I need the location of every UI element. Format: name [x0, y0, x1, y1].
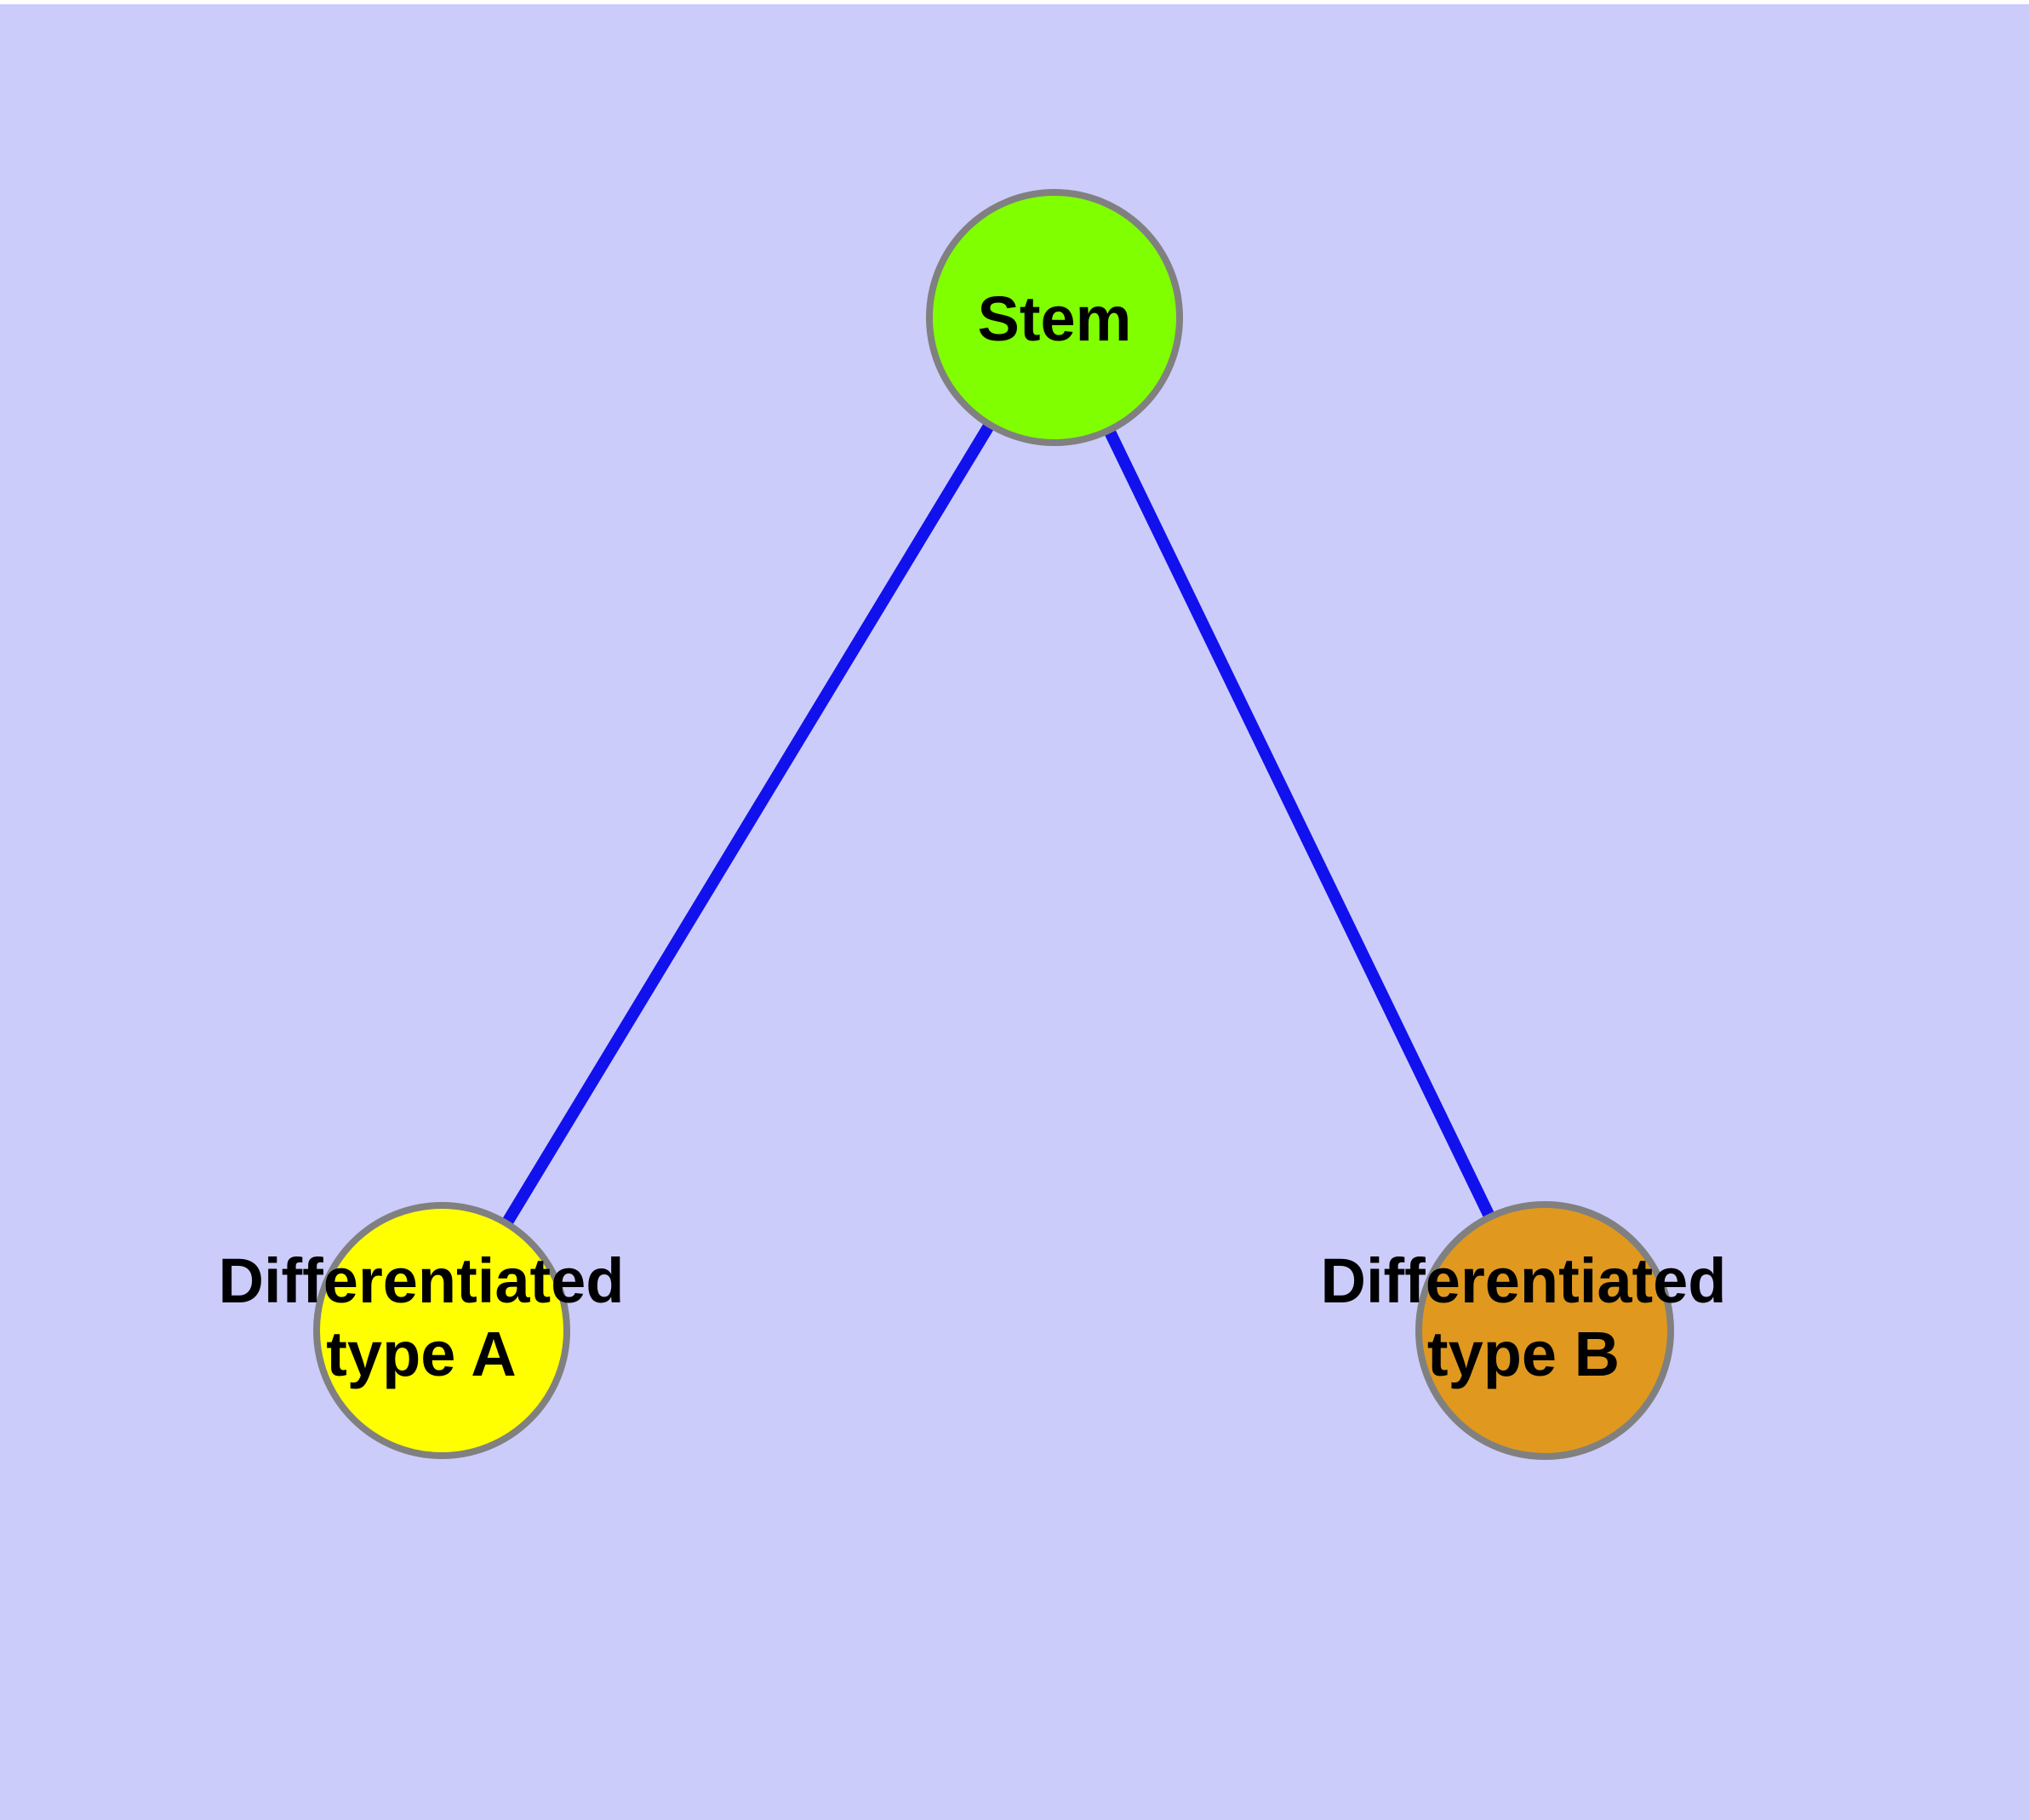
- node-label-differentiated-type-a-line-2: type A: [326, 1319, 516, 1389]
- node-label-differentiated-type-b-line-2: type B: [1427, 1319, 1620, 1389]
- node-label-differentiated-type-a-line-1: Differentiated: [219, 1245, 625, 1316]
- node-differentiated-type-b[interactable]: [1415, 1201, 1674, 1460]
- node-stem[interactable]: [926, 189, 1183, 446]
- node-differentiated-type-a[interactable]: [313, 1202, 570, 1459]
- edge-layer: [437, 314, 1551, 1334]
- node-label-differentiated-type-b-line-1: Differentiated: [1321, 1245, 1727, 1316]
- node-layer: [313, 189, 1674, 1460]
- label-layer: Stem Differentiated type A Differentiate…: [219, 283, 1727, 1389]
- edge-stem-to-differentiated-type-a[interactable]: [437, 314, 1060, 1334]
- edge-stem-to-differentiated-type-b[interactable]: [1049, 314, 1551, 1334]
- node-label-stem: Stem: [978, 283, 1132, 354]
